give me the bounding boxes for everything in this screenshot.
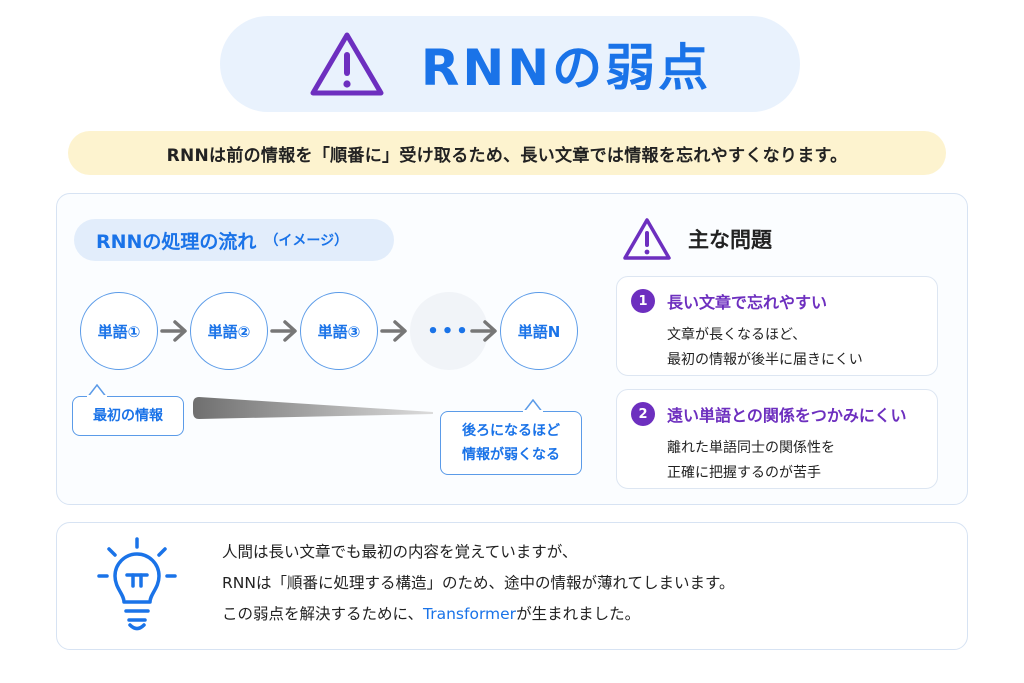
- issue-title: 長い文章で忘れやすい: [667, 293, 828, 312]
- callout-first-info-text: 最初の情報: [93, 407, 163, 424]
- issue-card-2: 2 遠い単語との関係をつかみにくい 離れた単語同士の関係性を 正確に把握するのが…: [616, 389, 938, 489]
- conclusion-panel: [56, 522, 968, 650]
- issue-number-badge: 1: [631, 289, 655, 313]
- warning-triangle-icon: [310, 32, 384, 96]
- title-banner: RNNの弱点: [220, 16, 800, 112]
- callout-pointer: [522, 399, 544, 413]
- issue-card-header: 2 遠い単語との関係をつかみにくい: [631, 402, 907, 426]
- word-node-n: 単語N: [500, 292, 578, 370]
- conclusion-line-1: 人間は長い文章でも最初の内容を覚えていますが、: [222, 543, 578, 561]
- issue-description-line: 正確に把握するのが苦手: [667, 464, 821, 481]
- conclusion-line-3-start: この弱点を解決するために、: [222, 605, 424, 623]
- callout-later-line-1: 後ろになるほど: [462, 422, 560, 439]
- issues-header: 主な問題: [622, 216, 772, 262]
- word-node-3: 単語③: [300, 292, 378, 370]
- conclusion-line-3-end: が生まれました。: [516, 605, 641, 623]
- issue-description-line: 離れた単語同士の関係性を: [667, 440, 835, 456]
- transformer-highlight: Transformer: [423, 605, 517, 623]
- warning-triangle-icon: [623, 218, 671, 260]
- flow-section-header: RNNの処理の流れ （イメージ）: [74, 219, 394, 261]
- lightbulb-icon: [97, 537, 177, 631]
- issue-description-line: 文章が長くなるほど、: [667, 327, 807, 343]
- callout-later-info: 後ろになるほど 情報が弱くなる: [440, 411, 582, 475]
- arrow-right-icon: [470, 320, 497, 342]
- word-node-2: 単語②: [190, 292, 268, 370]
- arrow-right-icon: [160, 320, 187, 342]
- callout-later-line-2: 情報が弱くなる: [462, 447, 560, 463]
- conclusion-line-3: この弱点を解決するために、Transformerが生まれました。: [222, 599, 734, 630]
- issue-description: 離れた単語同士の関係性を 正確に把握するのが苦手: [667, 436, 835, 485]
- issue-title: 遠い単語との関係をつかみにくい: [667, 406, 907, 425]
- callout-pointer: [86, 384, 108, 398]
- callout-first-info: 最初の情報: [72, 396, 184, 436]
- issue-number-badge: 2: [631, 402, 655, 426]
- arrow-right-icon: [270, 320, 297, 342]
- issue-card-1: 1 長い文章で忘れやすい 文章が長くなるほど、 最初の情報が後半に届きにくい: [616, 276, 938, 376]
- fading-information-bar: [193, 397, 433, 419]
- word-node-1: 単語①: [80, 292, 158, 370]
- flow-title: RNNの処理の流れ: [96, 230, 257, 253]
- callout-pointer-join: [87, 395, 107, 398]
- page-title: RNNの弱点: [420, 39, 712, 97]
- conclusion-line-2: RNNは「順番に処理する構造」のため、途中の情報が薄れてしまいます。: [222, 574, 735, 592]
- flow-subtitle: （イメージ）: [264, 233, 349, 249]
- issues-title: 主な問題: [688, 228, 772, 252]
- arrow-right-icon: [380, 320, 407, 342]
- issue-description: 文章が長くなるほど、 最初の情報が後半に届きにくい: [667, 323, 863, 372]
- callout-pointer-join: [523, 410, 543, 413]
- conclusion-text: 人間は長い文章でも最初の内容を覚えていますが、 RNNは「順番に処理する構造」の…: [222, 537, 734, 630]
- issue-card-header: 1 長い文章で忘れやすい: [631, 289, 827, 313]
- summary-banner: RNNは前の情報を「順番に」受け取るため、長い文章では情報を忘れやすくなります。: [68, 131, 946, 175]
- issue-description-line: 最初の情報が後半に届きにくい: [667, 351, 863, 368]
